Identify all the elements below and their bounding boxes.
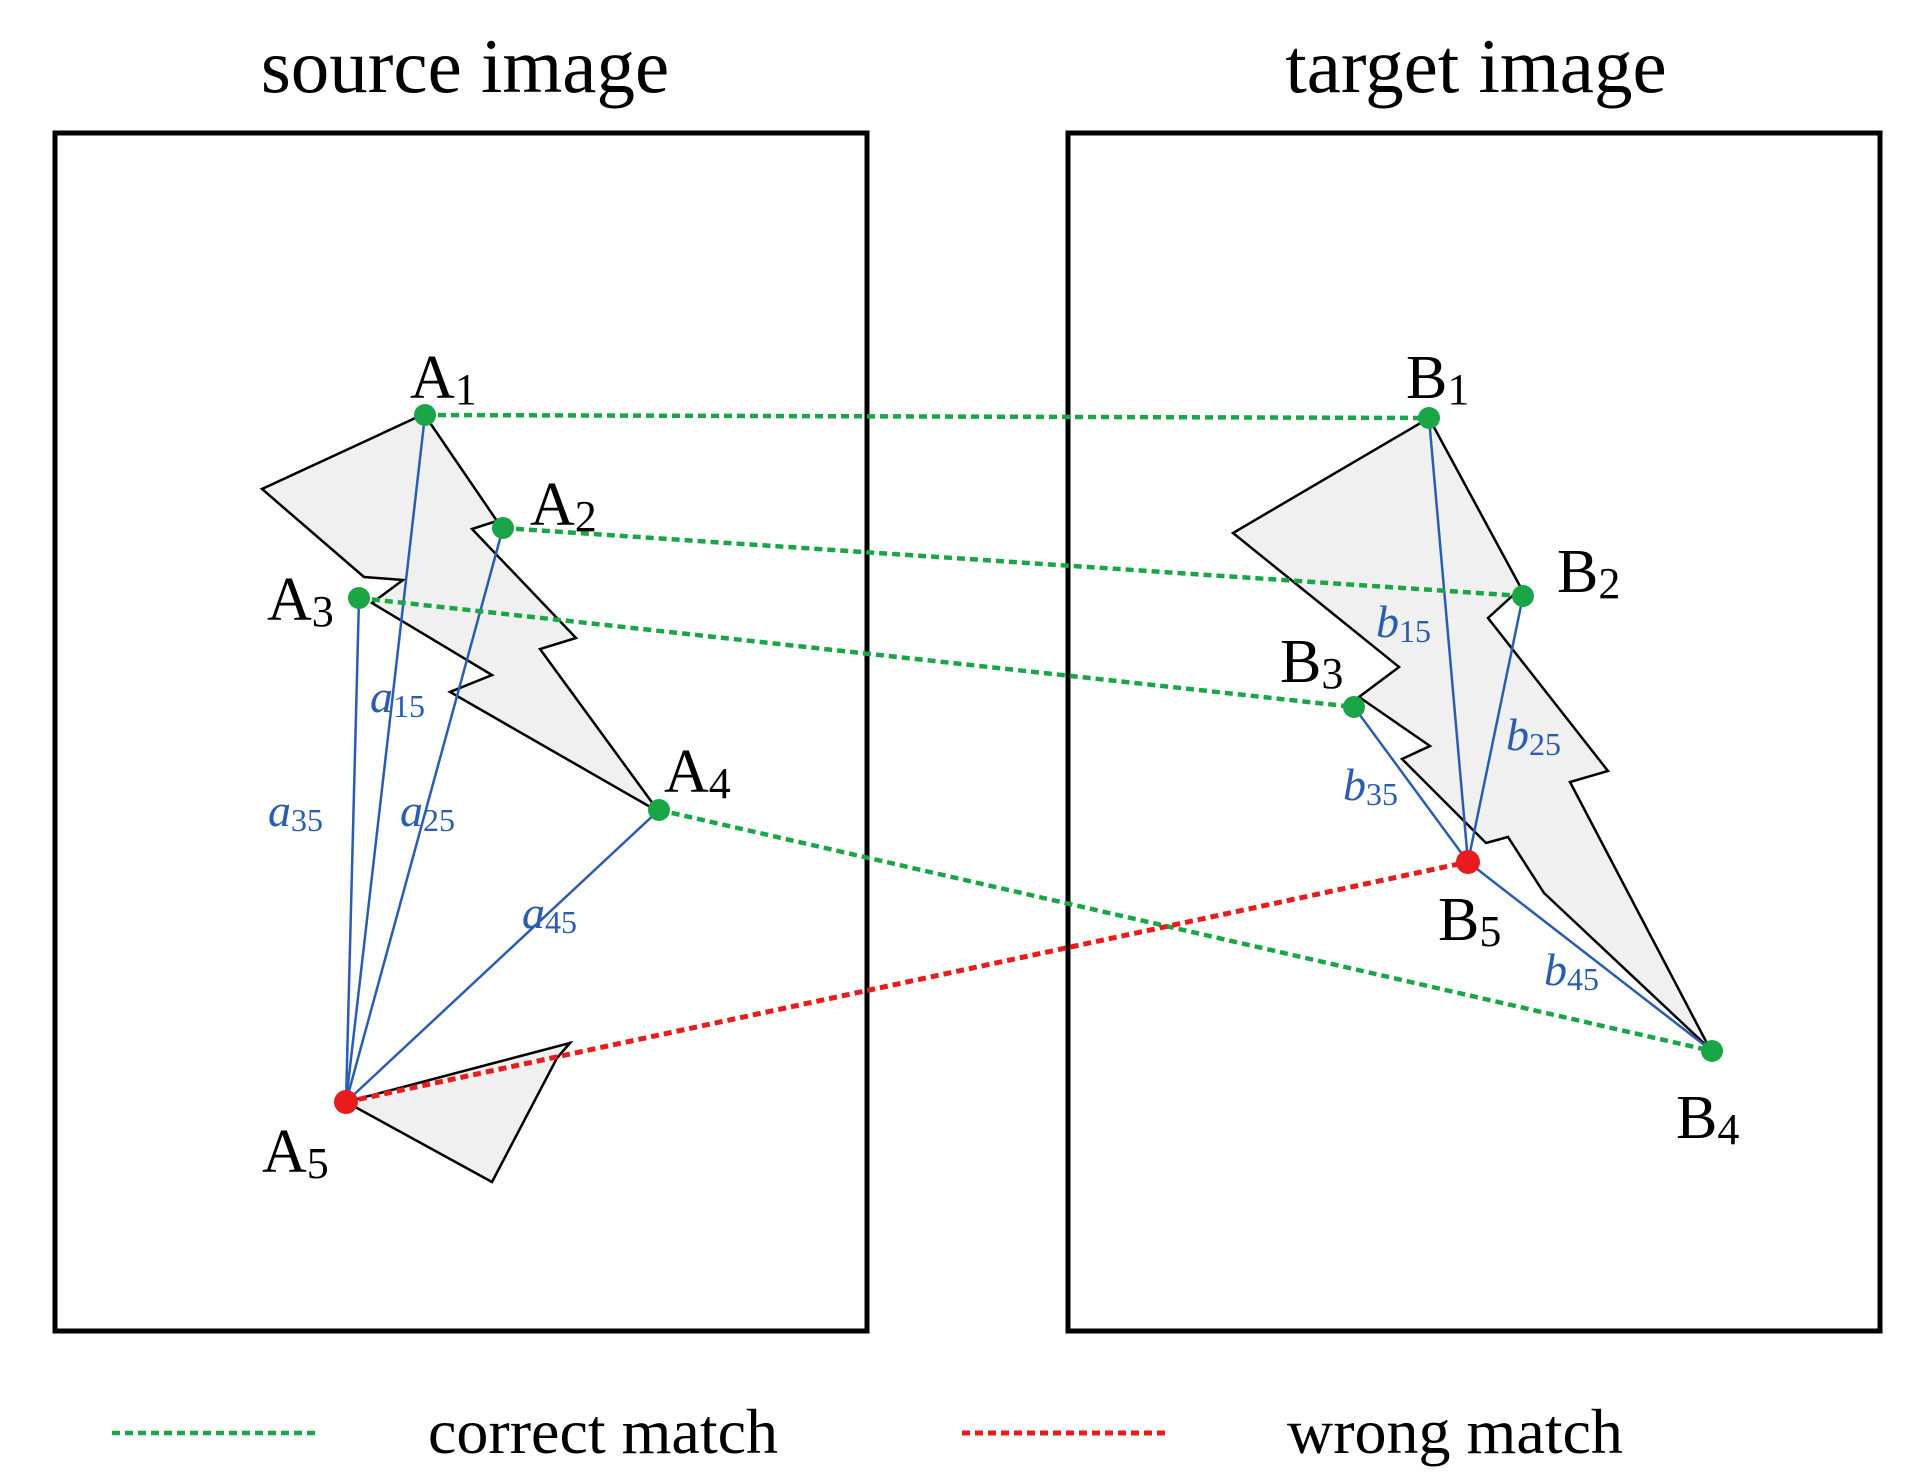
legend-correct-label: correct match xyxy=(428,1396,778,1467)
match-line-2 xyxy=(502,525,1524,599)
label-b5: B5 xyxy=(1438,886,1501,956)
label-a4: A4 xyxy=(664,738,731,808)
keypoint-a5 xyxy=(334,1090,358,1114)
keypoint-a2 xyxy=(492,517,514,539)
label-edge-a45: a45 xyxy=(522,887,577,940)
legend-wrong-label: wrong match xyxy=(1287,1396,1623,1467)
label-edge-a35: a35 xyxy=(268,785,323,838)
keypoint-a3 xyxy=(348,587,370,609)
keypoint-b2 xyxy=(1512,585,1534,607)
label-edge-b25: b25 xyxy=(1506,709,1561,762)
label-a2: A2 xyxy=(530,471,597,541)
keypoint-b3 xyxy=(1343,696,1365,718)
match-line-5-wrong xyxy=(345,859,1469,1105)
match-line-4 xyxy=(658,807,1713,1054)
keypoint-a4 xyxy=(648,799,670,821)
edge-a35 xyxy=(344,597,361,1103)
keypoint-a1 xyxy=(414,404,436,426)
edge-b15 xyxy=(1427,417,1470,863)
source-small-shape xyxy=(342,1040,574,1184)
label-edge-a25: a25 xyxy=(400,785,455,838)
label-edge-a15: a15 xyxy=(370,671,425,724)
label-edge-b45: b45 xyxy=(1544,944,1599,997)
label-a1: A1 xyxy=(410,344,477,414)
label-edge-b15: b15 xyxy=(1376,596,1431,649)
edge-a15 xyxy=(344,414,427,1103)
label-b2: B2 xyxy=(1557,538,1620,608)
label-b3: B3 xyxy=(1280,628,1343,698)
edge-b35 xyxy=(1352,706,1470,863)
label-a5: A5 xyxy=(262,1118,329,1188)
label-a3: A3 xyxy=(267,566,334,636)
target-image-title: target image xyxy=(1285,23,1666,109)
keypoint-b5 xyxy=(1456,850,1480,874)
target-lightning-shape xyxy=(1230,416,1712,1050)
match-line-3 xyxy=(358,595,1355,710)
edge-a45 xyxy=(345,809,660,1103)
target-image-frame xyxy=(1065,130,1883,1334)
edge-a25 xyxy=(344,527,505,1103)
source-lightning-shape xyxy=(259,412,661,814)
match-line-1 xyxy=(424,412,1430,421)
label-b4: B4 xyxy=(1676,1084,1739,1154)
keypoint-b1 xyxy=(1418,407,1440,429)
edge-b45 xyxy=(1467,861,1713,1052)
source-image-title: source image xyxy=(261,23,669,109)
label-edge-b35: b35 xyxy=(1343,759,1398,812)
edge-b25 xyxy=(1466,595,1525,863)
label-b1: B1 xyxy=(1406,344,1469,414)
source-image-frame xyxy=(52,130,870,1334)
keypoint-b4 xyxy=(1701,1040,1723,1062)
